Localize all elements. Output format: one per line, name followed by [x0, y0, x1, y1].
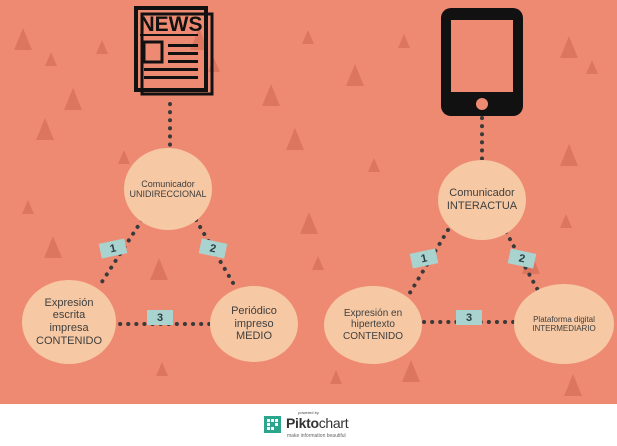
node-label: Expresión en — [343, 307, 403, 319]
node-label: UNIDIRECCIONAL — [129, 189, 207, 199]
node-label: Expresión — [44, 296, 94, 309]
right-bottom-left-node: Expresión en hipertexto CONTENIDO — [324, 286, 422, 364]
newspaper-icon-text: NEWS — [140, 13, 203, 36]
left-top-node: Comunicador UNIDIRECCIONAL — [124, 148, 212, 230]
node-label: INTERMEDIARIO — [532, 324, 596, 333]
node-label: Plataforma digital — [533, 314, 595, 324]
left-bottom-left-node: Expresión escrita impresa CONTENIDO — [22, 280, 116, 364]
node-label: MEDIO — [235, 330, 273, 343]
right-top-node: Comunicador INTERACTUA — [438, 160, 526, 240]
node-label: escrita — [52, 309, 86, 322]
brand-part-b: chart — [318, 415, 349, 431]
node-label: Periódico — [231, 305, 277, 318]
node-label: hipertexto — [351, 319, 395, 331]
right-badge-3: 3 — [456, 310, 482, 325]
brand-part-a: Pikto — [286, 415, 319, 431]
tablet-icon — [441, 8, 523, 116]
piktochart-logo-icon — [264, 416, 281, 433]
piktochart-footer: powered by Piktochart make information b… — [0, 404, 617, 446]
piktochart-tagline: make information beautiful — [287, 433, 346, 439]
node-label: INTERACTUA — [446, 200, 518, 212]
left-badge-3: 3 — [147, 310, 173, 325]
left-bottom-right-node: Periódico impreso MEDIO — [210, 286, 298, 362]
newspaper-icon: NEWS — [134, 6, 214, 96]
powered-by-label: powered by — [298, 410, 319, 415]
piktochart-brand[interactable]: Piktochart — [286, 415, 349, 431]
right-bottom-right-node: Plataforma digital INTERMEDIARIO — [514, 284, 614, 364]
node-label: impresa — [49, 322, 89, 334]
node-label: CONTENIDO — [36, 334, 102, 347]
infographic-canvas: NEWS Comunicador UNIDIRECCIONAL Expresió… — [0, 0, 617, 404]
node-label: impreso — [234, 317, 274, 330]
node-label: Comunicador — [449, 187, 515, 200]
node-label: CONTENIDO — [343, 330, 403, 342]
node-label: Comunicador — [141, 178, 195, 189]
